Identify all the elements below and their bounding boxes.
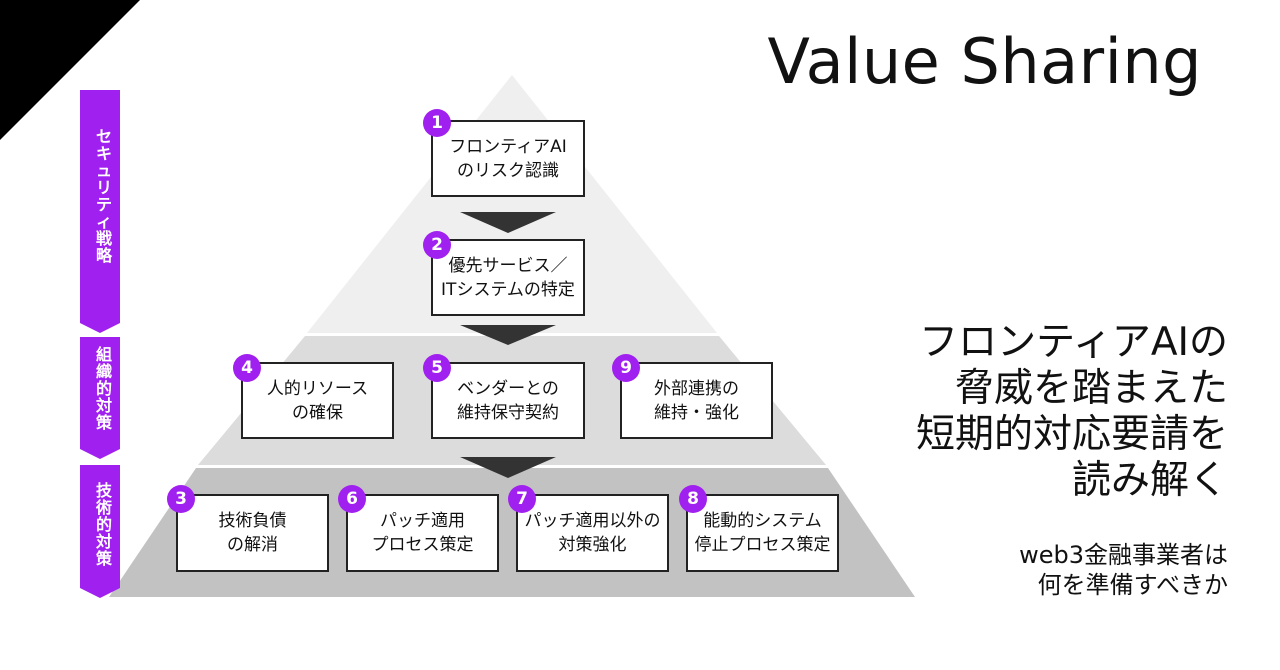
page-title: Value Sharing: [767, 25, 1202, 98]
step-box-text: 優先サービス／: [448, 255, 568, 276]
sub-question: web3金融事業者は 何を準備すべきか: [1019, 540, 1228, 600]
step-number-badge: 1: [423, 109, 451, 137]
step-number-badge: 8: [679, 485, 707, 513]
step-box-text: のリスク認識: [457, 160, 559, 181]
step-box-3: 技術負債の解消: [176, 494, 329, 572]
step-box-text: 能動的システム: [703, 511, 822, 531]
subtitle-line: 脅威を踏まえた: [954, 366, 1228, 411]
flow-arrow: [460, 325, 556, 345]
step-box-text: プロセス策定: [371, 535, 474, 555]
step-box-8: 能動的システム停止プロセス策定: [686, 494, 839, 572]
step-box-1: フロンティアAI のリスク認識: [431, 120, 585, 197]
side-label-organizational: 組織的対策: [95, 345, 112, 432]
side-bar-technical: [80, 465, 120, 598]
step-box-9: 外部連携の維持・強化: [620, 362, 773, 439]
step-box-text: フロンティアAI: [449, 136, 567, 157]
sub-question-line: web3金融事業者は: [1019, 541, 1228, 569]
step-number-badge: 9: [612, 354, 640, 382]
flow-arrow: [460, 457, 556, 478]
subtitle-line: 読み解く: [1071, 458, 1228, 503]
step-box-text: パッチ適用以外の: [524, 511, 661, 531]
sub-question-line: 何を準備すべきか: [1037, 571, 1228, 599]
subtitle-line: 短期的対応要請を: [915, 412, 1228, 457]
pyramid-tier-strategy: [307, 75, 717, 333]
step-box-text: パッチ適用: [380, 511, 465, 531]
step-box-text: 維持保守契約: [457, 402, 559, 423]
step-number-badge: 5: [423, 354, 451, 382]
step-box-text: 停止プロセス策定: [694, 535, 831, 555]
side-bar-strategy: [80, 90, 120, 333]
step-box-text: の解消: [227, 535, 278, 555]
step-box-text: 技術負債: [218, 511, 287, 531]
side-label-strategy: セキュリティ戦略: [95, 127, 112, 265]
step-box-6: パッチ適用プロセス策定: [346, 494, 499, 572]
step-number-badge: 3: [167, 485, 195, 513]
step-box-text: 外部連携の: [654, 378, 739, 399]
flow-arrow: [460, 212, 556, 233]
subtitle-line: フロンティアAIの: [919, 320, 1228, 365]
step-number-badge: 6: [338, 485, 366, 513]
side-bar-organizational: [80, 337, 120, 459]
step-box-2: 優先サービス／ ITシステムの特定: [431, 239, 585, 316]
step-box-7: パッチ適用以外の対策強化: [516, 494, 669, 572]
side-label-technical: 技術的対策: [95, 481, 112, 568]
step-number-badge: 7: [508, 485, 536, 513]
step-box-4: 人的リソースの確保: [241, 362, 394, 439]
step-box-text: の確保: [292, 402, 343, 423]
step-number-badge: 2: [423, 231, 451, 259]
subtitle: フロンティアAIの 脅威を踏まえた 短期的対応要請を 読み解く: [916, 320, 1228, 504]
corner-decoration: [0, 0, 140, 140]
step-box-text: 維持・強化: [654, 402, 739, 423]
step-number-badge: 4: [233, 354, 261, 382]
step-box-text: ベンダーとの: [457, 378, 559, 399]
step-box-text: 人的リソース: [266, 378, 369, 399]
step-box-5: ベンダーとの維持保守契約: [431, 362, 585, 439]
step-box-text: ITシステムの特定: [441, 279, 575, 300]
step-box-text: 対策強化: [558, 535, 627, 555]
